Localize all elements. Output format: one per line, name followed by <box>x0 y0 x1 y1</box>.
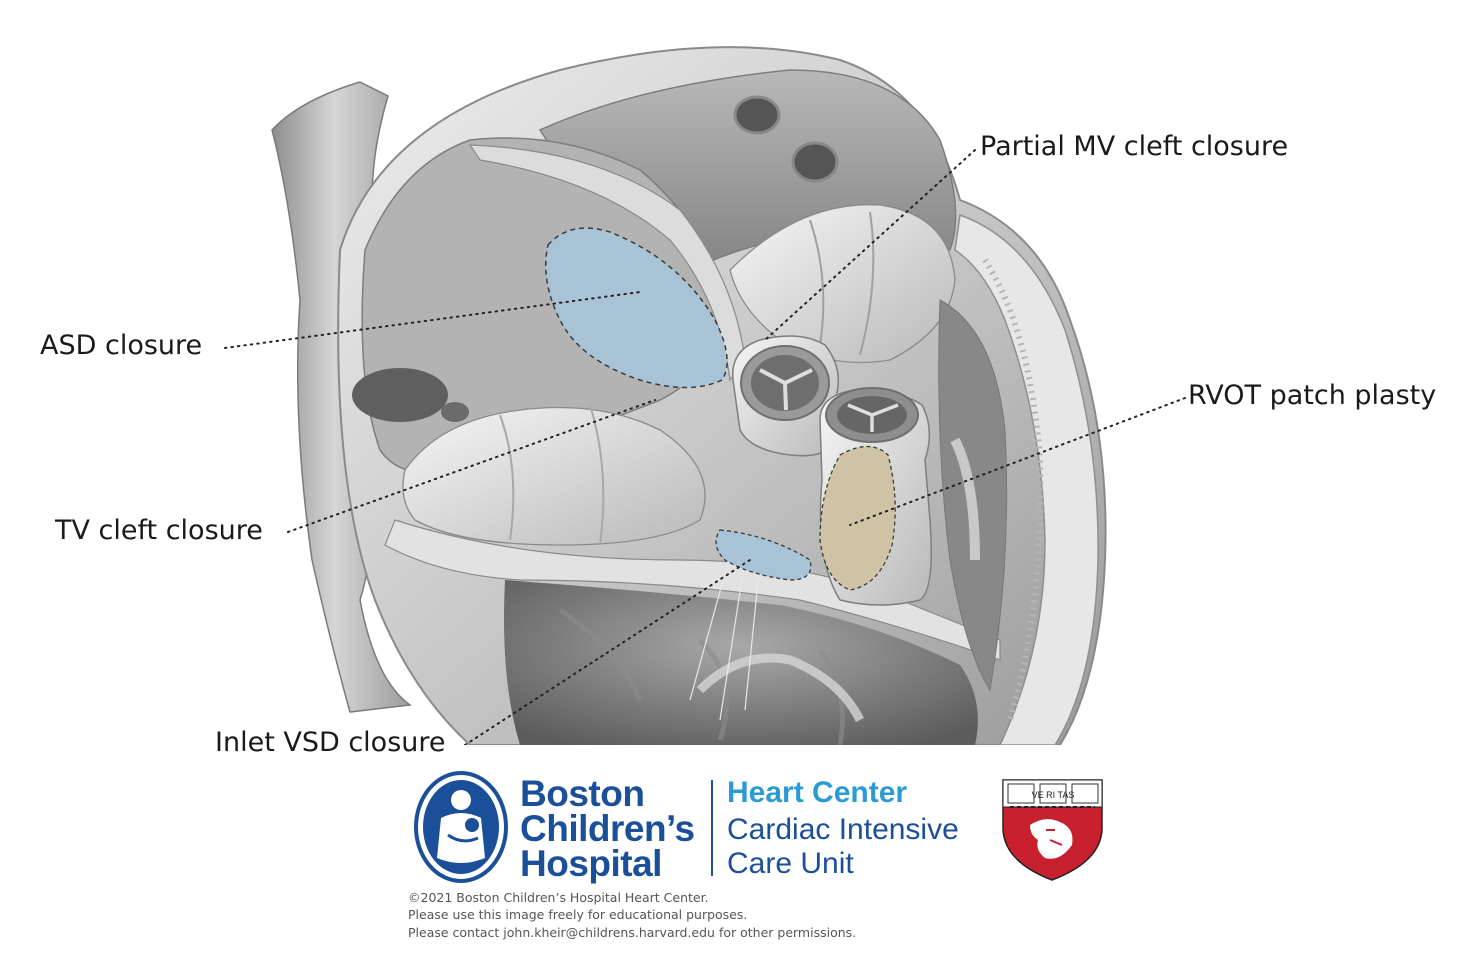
ventricular-septum <box>384 519 1001 661</box>
coronary-sinus <box>352 368 448 422</box>
leader-line-partial-mv <box>764 149 976 341</box>
leader-line-asd <box>224 291 641 349</box>
label-asd-closure: ASD closure <box>40 330 203 361</box>
label-partial-mv-cleft-closure: Partial MV cleft closure <box>980 131 1289 162</box>
tricuspid-valve-leaflets <box>402 406 706 546</box>
logo-boston: Boston <box>520 773 645 814</box>
leader-lines <box>224 149 1186 746</box>
boston-childrens-logo-icon <box>414 771 508 883</box>
inlet-vsd-patch <box>715 529 812 581</box>
harvard-shield-motto: VE RI TAS <box>1032 790 1075 800</box>
rvot-patch <box>819 445 896 591</box>
logo-hospital: Hospital <box>520 843 662 884</box>
leader-line-rvot <box>849 397 1186 526</box>
copyright-line-2: Please use this image freely for educati… <box>408 907 748 922</box>
copyright-line-3: Please contact john.kheir@childrens.harv… <box>408 925 857 940</box>
logo-childrens: Children’s <box>520 808 695 849</box>
pulmonary-vein-opening <box>791 141 839 183</box>
leader-line-inlet-vsd <box>464 559 751 746</box>
leader-line-tv <box>287 399 656 533</box>
harvard-shield-icon <box>1002 779 1103 881</box>
asd-patch <box>545 227 728 389</box>
pulmonary-vein-opening <box>733 95 781 135</box>
copyright-line-1: ©2021 Boston Children’s Hospital Heart C… <box>408 890 709 905</box>
logo-care-unit: Care Unit <box>727 847 854 880</box>
label-tv-cleft-closure: TV cleft closure <box>55 515 263 546</box>
logo-heart-center: Heart Center <box>727 776 908 809</box>
label-rvot-patch-plasty: RVOT patch plasty <box>1188 380 1437 411</box>
label-inlet-vsd-closure: Inlet VSD closure <box>215 727 446 758</box>
logo-cardiac-intensive: Cardiac Intensive <box>727 813 959 846</box>
